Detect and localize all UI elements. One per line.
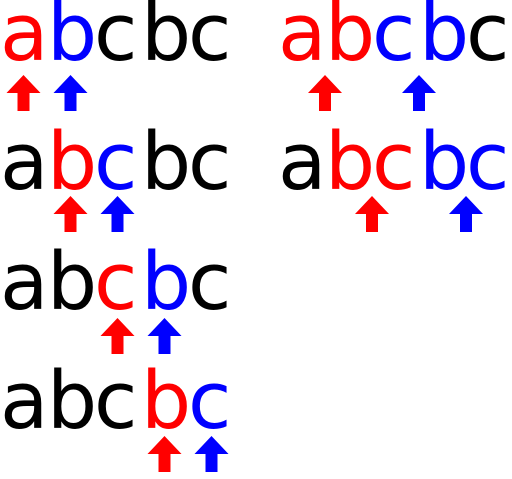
letter: c — [466, 0, 509, 79]
letter: a — [278, 0, 326, 79]
letter: b — [47, 0, 97, 79]
letter: b — [47, 355, 97, 447]
letter: b — [141, 116, 191, 208]
letter: b — [419, 116, 469, 208]
letter: b — [141, 236, 191, 328]
up-arrow-icon — [402, 75, 436, 111]
letter: a — [0, 355, 48, 447]
letter: c — [188, 236, 231, 328]
letter: c — [94, 355, 137, 447]
letter: b — [47, 116, 97, 208]
up-arrow-icon — [147, 318, 182, 354]
letter: c — [188, 0, 231, 79]
letter: c — [372, 0, 415, 79]
up-arrow-icon — [53, 75, 88, 111]
letter: c — [372, 116, 415, 208]
letter: c — [94, 236, 137, 328]
up-arrow-icon — [53, 196, 88, 232]
letter: a — [278, 116, 326, 208]
letter: b — [325, 116, 375, 208]
up-arrow-icon — [147, 436, 182, 472]
up-arrow-icon — [100, 196, 135, 232]
letter: b — [141, 0, 191, 79]
letter: c — [188, 355, 231, 447]
up-arrow-icon — [355, 196, 389, 232]
up-arrow-icon — [449, 196, 483, 232]
letter: b — [47, 236, 97, 328]
letter: c — [188, 116, 231, 208]
letter: a — [0, 0, 48, 79]
letter: c — [94, 0, 137, 79]
letter: c — [94, 116, 137, 208]
up-arrow-icon — [100, 318, 135, 354]
letter: a — [0, 116, 48, 208]
letter: a — [0, 236, 48, 328]
letter: b — [419, 0, 469, 79]
up-arrow-icon — [6, 75, 41, 111]
up-arrow-icon — [308, 75, 342, 111]
letter: b — [325, 0, 375, 79]
letter: c — [466, 116, 509, 208]
letter: b — [141, 355, 191, 447]
up-arrow-icon — [194, 436, 229, 472]
